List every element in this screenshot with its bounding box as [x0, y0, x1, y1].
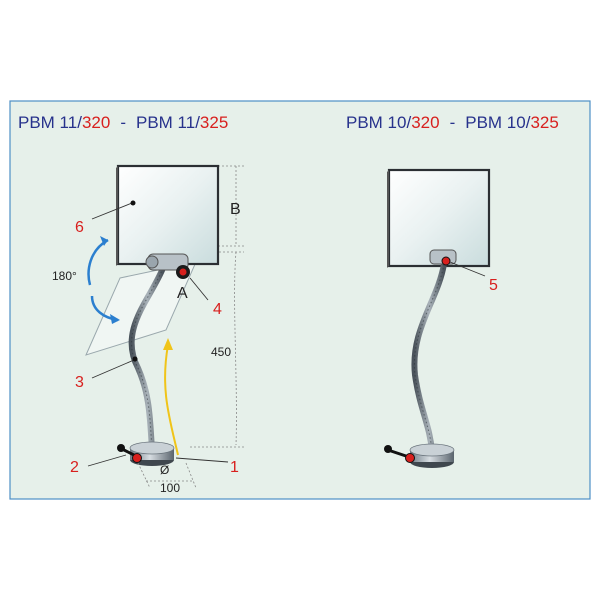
knob-right [441, 256, 451, 266]
label-pivot-a: A [177, 285, 188, 302]
right-title-size-b: 325 [530, 113, 558, 132]
leader-3 [91, 359, 135, 379]
mirror-left [116, 164, 220, 266]
left-title-size-b: 325 [200, 113, 228, 132]
right-title-model-a: PBM 10/ [346, 113, 411, 132]
right-title-size-a: 320 [411, 113, 439, 132]
trace-arrow [164, 344, 179, 456]
right-title-separator: - [450, 113, 456, 132]
left-title-model-a: PBM 11/ [18, 113, 82, 132]
right-device [384, 168, 491, 468]
callout-5: 5 [489, 277, 498, 294]
leader-6 [91, 202, 133, 220]
callout-6: 6 [75, 219, 84, 236]
callout-3: 3 [75, 374, 84, 391]
callout-1: 1 [230, 459, 239, 476]
left-title-size-a: 320 [82, 113, 110, 132]
left-title: PBM 11/320-PBM 11/325 [18, 113, 228, 132]
label-base-symbol: Ø [160, 463, 169, 477]
leader-4 [189, 277, 209, 301]
callout-4: 4 [213, 301, 222, 318]
gooseneck-left [128, 265, 166, 453]
label-rotation: 180° [52, 269, 77, 283]
left-device [85, 164, 244, 489]
label-dim-450: 450 [211, 345, 231, 359]
leader-1 [175, 457, 229, 463]
label-dim-b: B [230, 201, 241, 218]
leader-2 [87, 454, 127, 467]
leader-5 [449, 261, 486, 277]
right-title-model-b: PBM 10/ [465, 113, 530, 132]
left-title-separator: - [120, 113, 126, 132]
callout-2: 2 [70, 459, 79, 476]
right-title: PBM 10/320-PBM 10/325 [346, 113, 559, 132]
dim-base-right-ext [185, 462, 197, 489]
left-title-model-b: PBM 11/ [136, 113, 200, 132]
dim-line-450 [234, 251, 237, 446]
label-dim-100: 100 [160, 481, 180, 495]
dim-base-left-ext [137, 462, 151, 489]
diagram-panel [9, 100, 591, 500]
